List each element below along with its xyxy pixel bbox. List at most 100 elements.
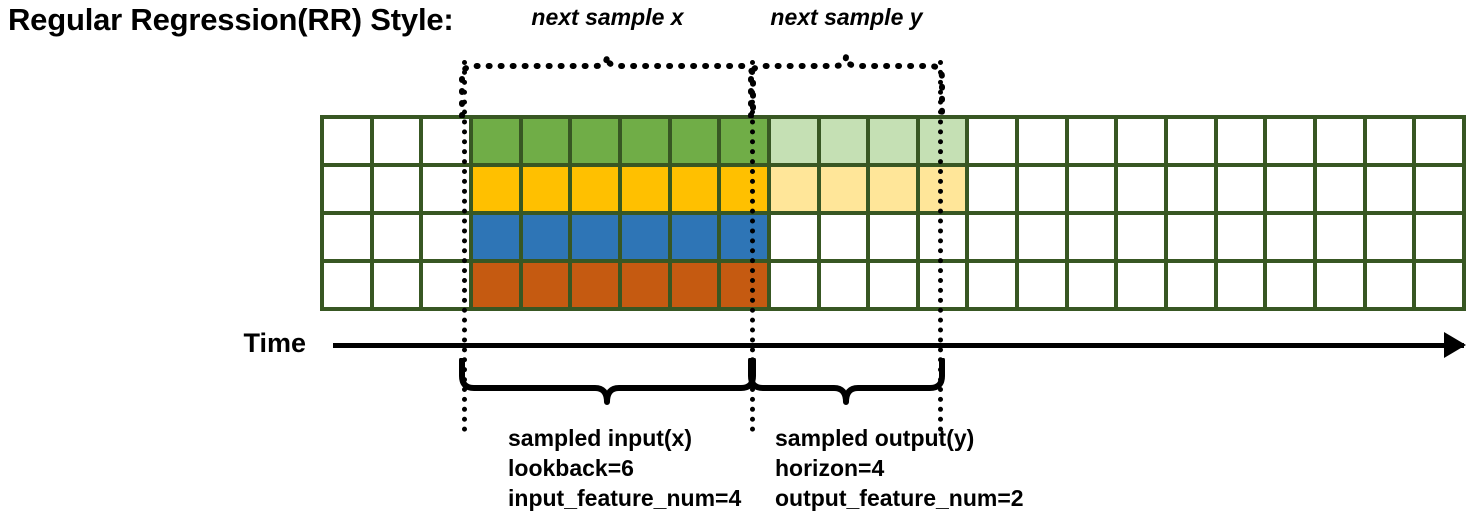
grid-cell [423, 263, 469, 307]
grid-cell [621, 263, 668, 307]
grid-cell [373, 215, 420, 259]
grid-cell [721, 119, 767, 163]
grid-cell [1416, 167, 1462, 211]
grid-cell [1217, 215, 1264, 259]
grid-cell [820, 215, 867, 259]
grid-cell [324, 263, 370, 307]
grid-cell [572, 215, 618, 259]
grid-cell [870, 119, 916, 163]
grid-cell [472, 119, 519, 163]
grid-cell [1416, 263, 1462, 307]
grid-cell [1267, 119, 1314, 163]
grid-cell [522, 119, 569, 163]
grid-cell [1217, 119, 1264, 163]
grid-cell [423, 119, 469, 163]
grid-cell [1317, 215, 1363, 259]
grid-cell [770, 119, 817, 163]
bottom-brace-sampled-input [459, 358, 756, 405]
grid-cell [522, 215, 569, 259]
timeseries-grid [320, 115, 1466, 311]
sampled-input-title: sampled input(x) [508, 425, 693, 451]
bottom-annotation-sampled-output: sampled output(y) horizon=4 output_featu… [775, 424, 1024, 514]
bottom-brace-sampled-output [748, 358, 945, 405]
grid-cell [770, 167, 817, 211]
sampled-output-horizon: horizon=4 [775, 454, 885, 481]
grid-cell [1068, 167, 1115, 211]
grid-cell [373, 263, 420, 307]
grid-cell [1118, 167, 1165, 211]
grid-cell [1317, 119, 1363, 163]
grid-cell [1019, 215, 1065, 259]
grid-cell [1068, 263, 1115, 307]
guide-line-output-end [938, 60, 943, 432]
grid-cell [721, 263, 767, 307]
grid-cell [770, 215, 817, 259]
grid-cell [969, 215, 1016, 259]
grid-cell [472, 215, 519, 259]
grid-cell [820, 263, 867, 307]
grid-cell [572, 119, 618, 163]
grid-cell [820, 167, 867, 211]
grid-cell [1068, 215, 1115, 259]
grid-cell [1366, 119, 1413, 163]
grid-cell [423, 167, 469, 211]
grid-cell [572, 263, 618, 307]
grid-cell [1317, 167, 1363, 211]
top-annotation-label-x: next sample x [531, 4, 684, 30]
grid-cell [1019, 167, 1065, 211]
grid-cell [373, 167, 420, 211]
grid-cell [1168, 263, 1214, 307]
grid-cell [572, 167, 618, 211]
top-brace-next-sample-x [459, 55, 756, 118]
grid-cell [671, 119, 718, 163]
grid-cell [1217, 167, 1264, 211]
grid-cell [721, 215, 767, 259]
grid-cell [522, 263, 569, 307]
grid-cell [324, 167, 370, 211]
grid-cell [1168, 119, 1214, 163]
grid-cell [1267, 263, 1314, 307]
grid-cell [522, 167, 569, 211]
grid-cell [324, 119, 370, 163]
grid-cell [1168, 215, 1214, 259]
grid-cell [770, 263, 817, 307]
grid-cell [671, 263, 718, 307]
time-axis-arrow-icon [1444, 332, 1466, 358]
grid-cell [1267, 167, 1314, 211]
page-title: Regular Regression(RR) Style: [8, 2, 454, 37]
grid-cell [1118, 263, 1165, 307]
sampled-output-feature-num: output_feature_num=2 [775, 484, 1024, 511]
grid-cell [472, 263, 519, 307]
grid-cell [870, 215, 916, 259]
grid-cell [870, 263, 916, 307]
grid-cell [969, 119, 1016, 163]
top-annotation-label-y: next sample y [770, 4, 923, 30]
grid-cell [969, 263, 1016, 307]
grid-cell [373, 119, 420, 163]
grid-cell [1019, 263, 1065, 307]
grid-cell [1416, 119, 1462, 163]
grid-cell [621, 215, 668, 259]
grid-cell [1366, 215, 1413, 259]
grid-cell [1019, 119, 1065, 163]
grid-cell [1416, 215, 1462, 259]
grid-cell [870, 167, 916, 211]
grid-cell [1168, 167, 1214, 211]
grid-cell [1068, 119, 1115, 163]
grid-cell [671, 167, 718, 211]
grid-cell [1118, 119, 1165, 163]
grid-cell [1118, 215, 1165, 259]
grid-cell [671, 215, 718, 259]
grid-cell [969, 167, 1016, 211]
grid-cell [423, 215, 469, 259]
sampled-input-lookback: lookback=6 [508, 454, 634, 481]
sampled-input-feature-num: input_feature_num=4 [508, 484, 742, 511]
bottom-annotation-sampled-input: sampled input(x) lookback=6 input_featur… [508, 424, 741, 514]
time-axis-label: Time [243, 328, 306, 358]
grid-cell [1366, 167, 1413, 211]
grid-cell [1217, 263, 1264, 307]
grid-cell [621, 119, 668, 163]
guide-line-input-end [750, 60, 755, 432]
grid-cell [1317, 263, 1363, 307]
